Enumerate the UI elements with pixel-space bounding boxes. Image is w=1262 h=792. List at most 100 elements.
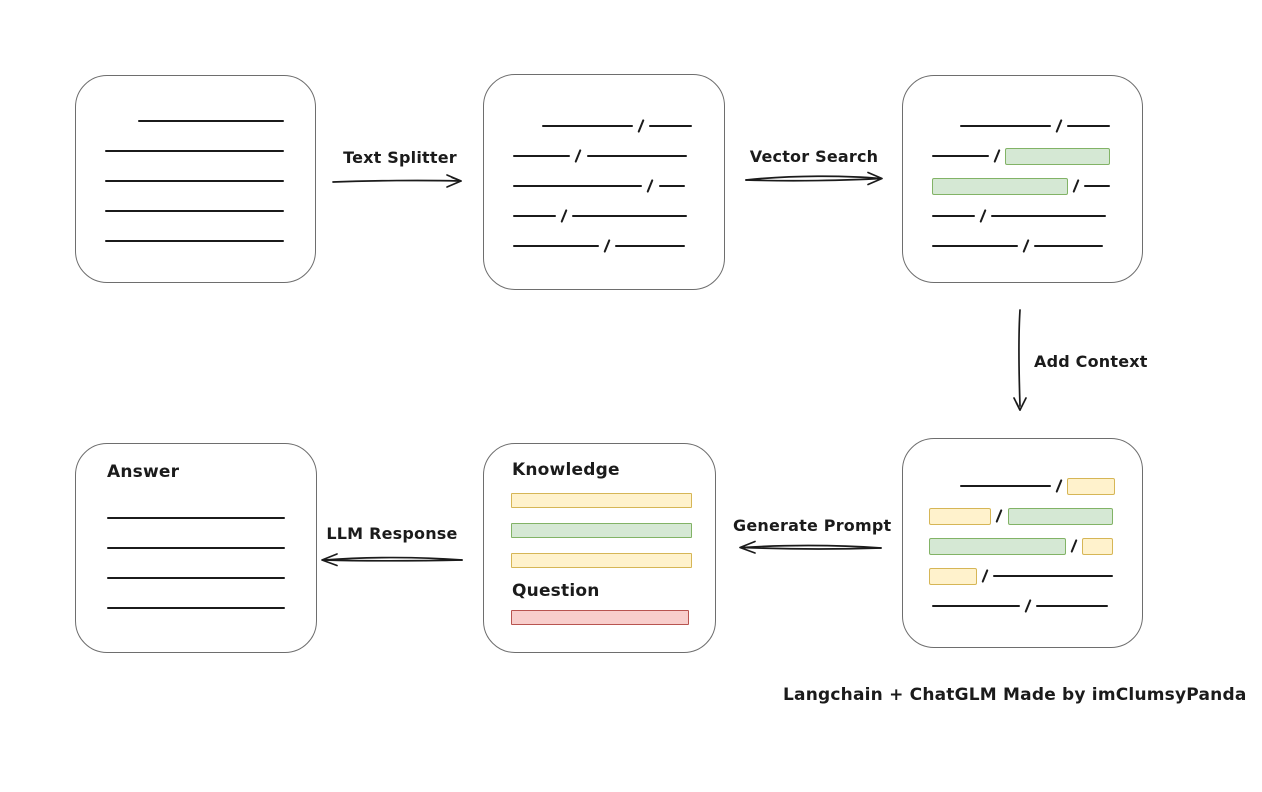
text-line xyxy=(1067,125,1111,127)
segment-row xyxy=(484,231,724,261)
text-line xyxy=(1036,605,1108,607)
segment-row xyxy=(76,563,316,593)
highlight-chip-yellow xyxy=(1067,477,1116,495)
segment-row xyxy=(484,201,724,231)
segment-row xyxy=(903,171,1142,201)
segment-row xyxy=(76,196,315,226)
question-title: Question xyxy=(512,581,600,601)
text-splitter-label: Text Splitter xyxy=(343,148,457,167)
llm-response-arrow xyxy=(321,553,463,567)
context-chunks-box xyxy=(902,438,1143,648)
text-line xyxy=(960,125,1052,127)
segment-row xyxy=(903,201,1142,231)
text-line xyxy=(648,125,693,127)
highlight-chip-yellow xyxy=(929,507,992,525)
yellow-bar xyxy=(511,553,692,568)
slash-separator xyxy=(993,149,1001,163)
answer-title: Answer xyxy=(107,462,180,482)
text-line xyxy=(107,547,285,549)
text-line xyxy=(138,120,284,122)
slash-separator xyxy=(637,119,645,133)
add-context-label: Add Context xyxy=(1034,352,1148,371)
text-line xyxy=(572,215,688,217)
slash-separator xyxy=(603,239,611,253)
green-bar xyxy=(511,523,692,538)
slash-separator xyxy=(1022,239,1030,253)
segment-row xyxy=(484,141,724,171)
highlight-chip-green xyxy=(1005,147,1111,165)
text-line xyxy=(586,155,688,157)
segment-row xyxy=(76,166,315,196)
text-line xyxy=(512,215,556,217)
segment-row xyxy=(903,501,1142,531)
text-line xyxy=(1033,245,1104,247)
text-line xyxy=(107,517,285,519)
text-line xyxy=(512,155,571,157)
matched-chunk-rows xyxy=(903,76,1142,261)
segment-row xyxy=(903,111,1142,141)
vector-search-label: Vector Search xyxy=(749,147,879,166)
yellow-bar xyxy=(511,493,692,508)
segment-row xyxy=(484,171,724,201)
split-chunks-box xyxy=(483,74,725,290)
text-line xyxy=(960,485,1052,487)
text-line xyxy=(104,210,284,212)
segment-row xyxy=(903,561,1142,591)
vector-search-arrow xyxy=(745,171,883,186)
text-line xyxy=(512,185,643,187)
segment-row xyxy=(76,533,316,563)
document-lines xyxy=(76,76,315,256)
segment-row xyxy=(76,593,316,623)
highlight-chip-yellow xyxy=(1081,537,1113,555)
segment-row xyxy=(903,591,1142,621)
text-line xyxy=(658,185,685,187)
question-bars xyxy=(511,610,689,625)
highlight-chip-yellow xyxy=(929,567,978,585)
prompt-box: Knowledge Question xyxy=(483,443,716,653)
text-line xyxy=(107,607,285,609)
matched-chunks-box xyxy=(902,75,1143,283)
answer-box: Answer xyxy=(75,443,317,653)
highlight-chip-green xyxy=(931,177,1068,195)
answer-lines xyxy=(76,482,316,623)
segment-row xyxy=(76,136,315,166)
text-line xyxy=(512,245,600,247)
segment-row xyxy=(76,503,316,533)
slash-separator xyxy=(979,209,987,223)
text-line xyxy=(541,125,633,127)
slash-separator xyxy=(1072,179,1080,193)
generate-prompt-label: Generate Prompt xyxy=(733,516,892,535)
slash-separator xyxy=(646,179,655,193)
add-context-arrow xyxy=(1013,309,1027,411)
text-line xyxy=(615,245,685,247)
text-line xyxy=(931,605,1021,607)
text-line xyxy=(931,155,990,157)
segment-row xyxy=(903,141,1142,171)
credit-caption: Langchain + ChatGLM Made by imClumsyPand… xyxy=(783,685,1247,705)
slash-separator xyxy=(995,509,1004,523)
segment-row xyxy=(76,106,315,136)
slash-separator xyxy=(1055,119,1063,133)
llm-response-label: LLM Response xyxy=(326,524,458,543)
slash-separator xyxy=(574,149,583,163)
highlight-chip-green xyxy=(1007,507,1113,525)
segment-row xyxy=(76,226,315,256)
segment-row xyxy=(903,531,1142,561)
segment-row xyxy=(903,231,1142,261)
generate-prompt-arrow xyxy=(739,540,882,554)
text-line xyxy=(104,150,284,152)
text-line xyxy=(993,575,1113,577)
knowledge-bars xyxy=(511,493,692,568)
text-line xyxy=(931,215,975,217)
red-bar xyxy=(511,610,689,625)
text-line xyxy=(1084,185,1111,187)
text-line xyxy=(104,240,284,242)
text-line xyxy=(104,180,284,182)
text-splitter-arrow xyxy=(332,174,462,188)
chunk-rows xyxy=(484,75,724,261)
slash-separator xyxy=(560,209,568,223)
segment-row xyxy=(484,111,724,141)
knowledge-title: Knowledge xyxy=(512,460,620,480)
text-line xyxy=(931,245,1018,247)
